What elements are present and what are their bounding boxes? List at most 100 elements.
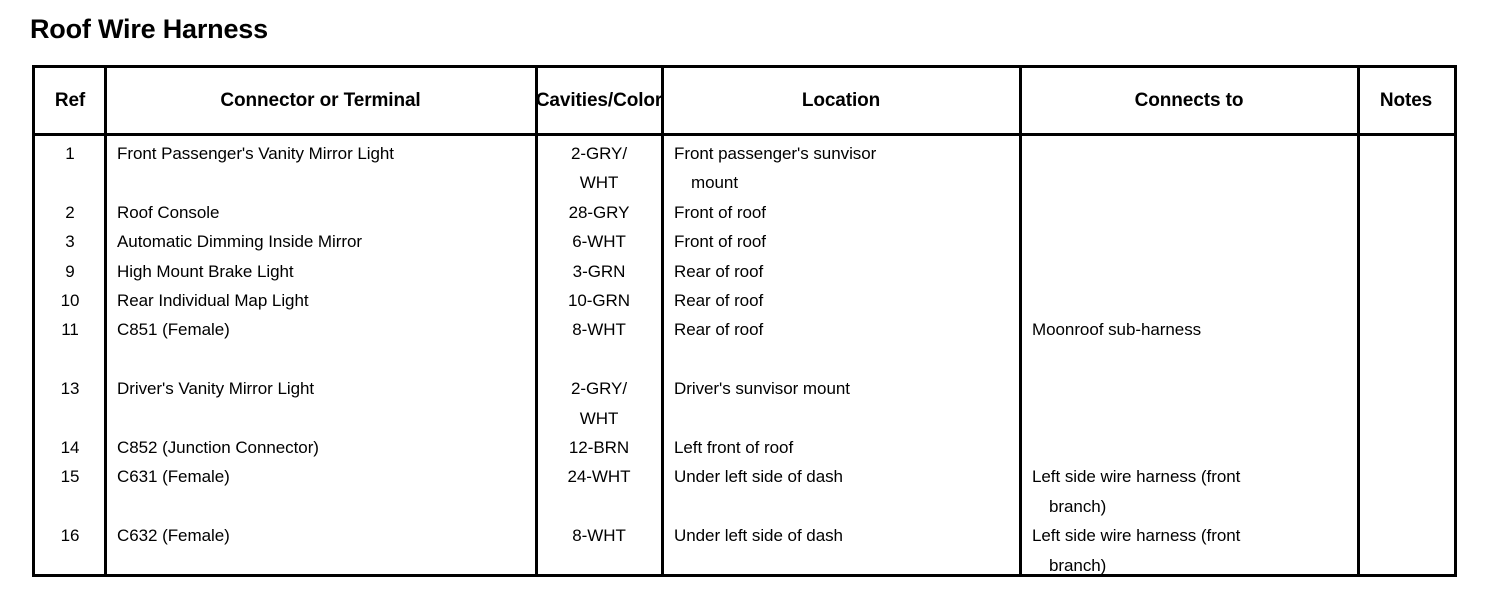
column-divider-location: [660, 68, 664, 574]
cell-line: branch): [1049, 496, 1107, 516]
cell-cavities-1: 2-GRY/WHT: [536, 139, 662, 198]
cell-location-13: Driver's sunvisor mount: [674, 374, 1020, 403]
column-header-line: Cavities/: [535, 89, 614, 111]
cell-line: Under left side of dash: [674, 526, 843, 546]
cell-ref-1: 1: [35, 139, 105, 168]
cell-line: Left side wire harness (front: [1032, 467, 1241, 487]
cell-line: Front Passenger's Vanity Mirror Light: [117, 144, 394, 163]
cell-location-16: Under left side of dash: [674, 521, 1020, 550]
cell-cavities-16: 8-WHT: [536, 521, 662, 550]
cell-line: C631 (Female): [117, 467, 230, 487]
column-header-line: Location: [801, 89, 881, 111]
cell-cavities-10: 10-GRN: [536, 286, 662, 315]
cell-line: Under left side of dash: [674, 467, 843, 487]
cell-connector-3: Automatic Dimming Inside Mirror: [117, 227, 536, 256]
cell-line: Left front of roof: [674, 438, 794, 457]
cell-line: 13: [60, 379, 80, 399]
cell-line: Rear Individual Map Light: [117, 291, 309, 310]
column-header-line: Ref: [54, 89, 86, 111]
cell-cavities-13: 2-GRY/WHT: [536, 374, 662, 433]
cell-line: Left side wire harness (front: [1032, 526, 1241, 546]
cell-line: 28-GRY: [568, 202, 630, 222]
cell-location-11: Rear of roof: [674, 315, 1020, 344]
cell-line: Automatic Dimming Inside Mirror: [117, 232, 363, 252]
cell-ref-13: 13: [35, 374, 105, 403]
cell-line: C852 (Junction Connector): [117, 438, 319, 457]
cell-line: Driver's Vanity Mirror Light: [117, 379, 315, 399]
cell-connector-11: C851 (Female): [117, 315, 536, 344]
column-header-cavities: Cavities/Color: [536, 68, 662, 133]
cell-line: 8-WHT: [572, 526, 626, 546]
cell-ref-16: 16: [35, 521, 105, 550]
cell-cavities-3: 6-WHT: [536, 227, 662, 256]
column-header-connects_to: Connects to: [1020, 68, 1358, 133]
column-header-ref: Ref: [35, 68, 105, 133]
cell-line: Roof Console: [117, 202, 220, 222]
column-header-notes: Notes: [1358, 68, 1454, 133]
cell-ref-2: 2: [35, 198, 105, 227]
cell-location-9: Rear of roof: [674, 257, 1020, 286]
cell-line: 9: [65, 261, 75, 281]
column-header-line: Connects to: [1134, 89, 1244, 111]
column-divider-notes: [1356, 68, 1360, 574]
cell-line: 14: [60, 438, 80, 457]
cell-ref-11: 11: [35, 315, 105, 344]
cell-line: WHT: [579, 173, 619, 193]
cell-connects_to-15: Left side wire harness (front branch): [1032, 462, 1358, 521]
cell-line: Front of roof: [674, 232, 766, 252]
cell-line: 10: [60, 291, 80, 310]
cell-connector-15: C631 (Female): [117, 462, 536, 491]
cell-line: 6-WHT: [572, 232, 626, 252]
page-title: Roof Wire Harness: [30, 14, 268, 44]
cell-connector-14: C852 (Junction Connector): [117, 433, 536, 462]
cell-ref-9: 9: [35, 257, 105, 286]
harness-table: Ref Connector or Terminal Cavities/Color Lo…: [32, 65, 1457, 577]
cell-line: mount: [691, 173, 738, 193]
cell-line: Moonroof sub-harness: [1032, 320, 1202, 340]
cell-connector-2: Roof Console: [117, 198, 536, 227]
cell-line: Front of roof: [674, 202, 766, 222]
cell-connector-9: High Mount Brake Light: [117, 257, 536, 286]
cell-line: 11: [61, 320, 79, 340]
cell-cavities-9: 3-GRN: [536, 257, 662, 286]
cell-line: 2-GRY/: [570, 144, 628, 163]
cell-line: High Mount Brake Light: [117, 261, 294, 281]
column-header-connector: Connector or Terminal: [105, 68, 536, 133]
cell-ref-10: 10: [35, 286, 105, 315]
cell-cavities-14: 12-BRN: [536, 433, 662, 462]
cell-line: 2: [65, 202, 75, 222]
cell-line: Rear of roof: [674, 320, 764, 340]
cell-connector-10: Rear Individual Map Light: [117, 286, 536, 315]
cell-line: Rear of roof: [674, 291, 764, 310]
column-header-line: Connector or Terminal: [220, 89, 421, 111]
cell-ref-3: 3: [35, 227, 105, 256]
cell-location-10: Rear of roof: [674, 286, 1020, 315]
column-header-line: Color: [613, 89, 663, 111]
cell-line: WHT: [579, 408, 619, 428]
cell-line: 12-BRN: [568, 438, 630, 457]
cell-location-1: Front passenger's sunvisor mount: [674, 139, 1020, 198]
cell-cavities-2: 28-GRY: [536, 198, 662, 227]
cell-cavities-11: 8-WHT: [536, 315, 662, 344]
cell-line: Rear of roof: [674, 261, 764, 281]
cell-line: C632 (Female): [117, 526, 230, 546]
cell-connects_to-16: Left side wire harness (front branch): [1032, 521, 1358, 580]
cell-line: 10-GRN: [567, 291, 631, 310]
cell-connector-16: C632 (Female): [117, 521, 536, 550]
cell-line: 3: [65, 232, 75, 252]
column-header-line: Notes: [1379, 89, 1433, 111]
cell-line: 2-GRY/: [570, 379, 628, 399]
table-header-row: Ref Connector or Terminal Cavities/Color Lo…: [35, 68, 1454, 136]
cell-line: branch): [1049, 555, 1107, 575]
cell-connector-13: Driver's Vanity Mirror Light: [117, 374, 536, 403]
column-divider-cavities: [534, 68, 538, 574]
column-header-location: Location: [662, 68, 1020, 133]
cell-line: 1: [65, 144, 75, 163]
cell-line: 8-WHT: [572, 320, 626, 340]
cell-ref-15: 15: [35, 462, 105, 491]
cell-line: 16: [60, 526, 80, 546]
cell-ref-14: 14: [35, 433, 105, 462]
cell-line: 24-WHT: [567, 467, 631, 487]
cell-location-15: Under left side of dash: [674, 462, 1020, 491]
cell-line: Front passenger's sunvisor: [674, 144, 877, 163]
